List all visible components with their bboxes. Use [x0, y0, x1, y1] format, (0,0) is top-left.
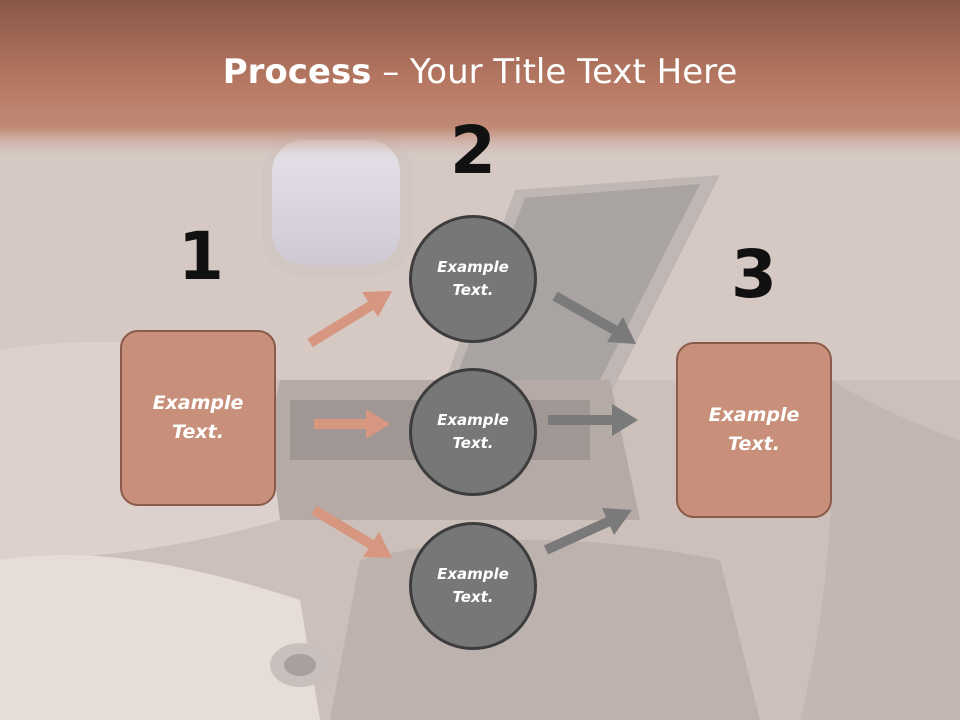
step-number-3: 3 — [731, 236, 777, 313]
circle-top-line2: Text. — [452, 281, 494, 299]
process-circle-bottom: Example Text. — [409, 522, 537, 650]
box-right-line2: Text. — [728, 433, 780, 455]
process-circle-middle: Example Text. — [409, 368, 537, 496]
process-box-step-1: Example Text. — [120, 330, 276, 506]
step-number-2: 2 — [450, 112, 496, 189]
circle-bottom-line1: Example — [437, 565, 509, 583]
process-circle-top: Example Text. — [409, 215, 537, 343]
circle-middle-line1: Example — [437, 411, 509, 429]
step-number-1: 1 — [178, 218, 224, 295]
slide-title: Process – Your Title Text Here — [0, 52, 960, 92]
box-left-line2: Text. — [172, 421, 224, 443]
circle-top-line1: Example — [437, 258, 509, 276]
circle-middle-line2: Text. — [452, 434, 494, 452]
title-rest: – Your Title Text Here — [371, 52, 738, 92]
box-right-line1: Example — [708, 404, 800, 426]
box-left-line1: Example — [152, 392, 244, 414]
circle-bottom-line2: Text. — [452, 588, 494, 606]
process-box-step-3: Example Text. — [676, 342, 832, 518]
title-bold: Process — [222, 52, 372, 92]
